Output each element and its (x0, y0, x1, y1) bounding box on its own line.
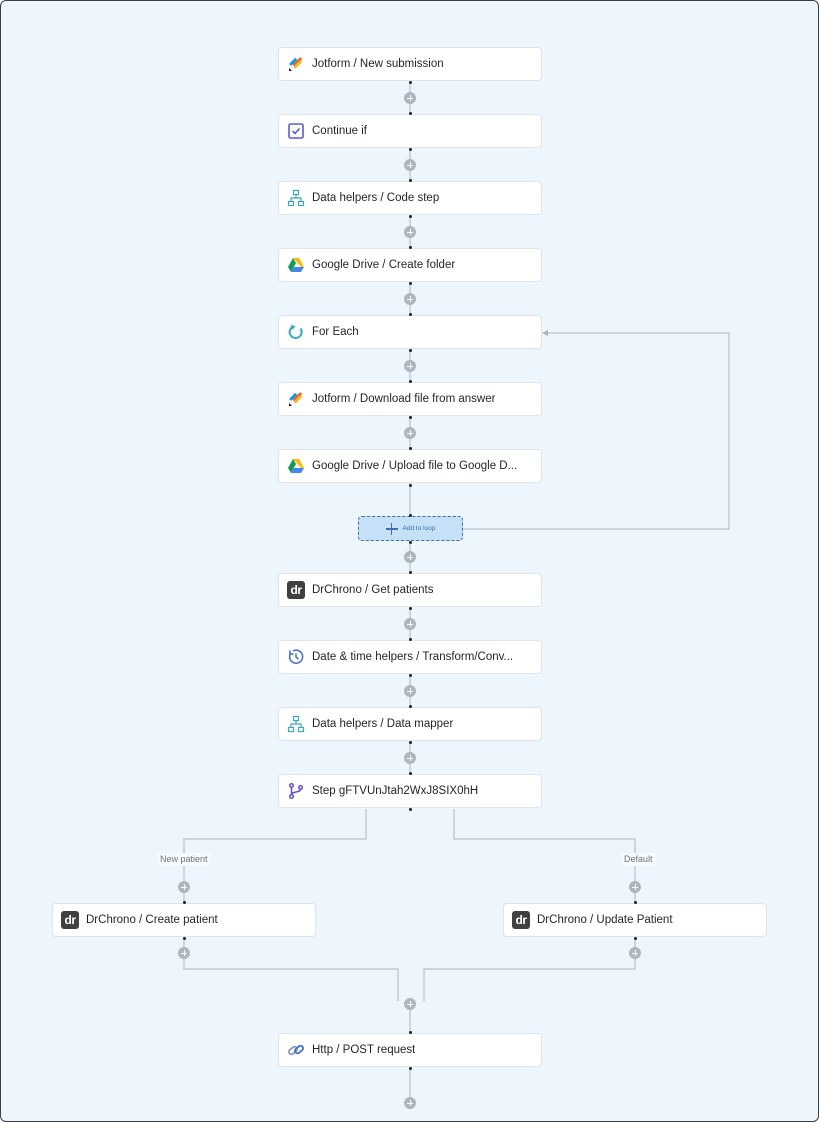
connector-dot (408, 111, 412, 115)
add-step-button[interactable] (404, 293, 416, 305)
step-node-date-time-helpers-transform-conv[interactable]: Date & time helpers / Transform/Conv... (278, 640, 542, 674)
step-node-http-post-request[interactable]: Http / POST request (278, 1033, 542, 1067)
connector-dot (408, 1066, 412, 1070)
connector-dot (408, 214, 412, 218)
step-label: Google Drive / Upload file to Google D..… (312, 460, 518, 472)
connector-dot (408, 570, 412, 574)
google-drive-icon (287, 457, 305, 475)
connector-dot (633, 936, 637, 940)
drchrono-icon: dr (61, 911, 79, 929)
step-node-jotform-download-file-from-answer[interactable]: Jotform / Download file from answer (278, 382, 542, 416)
step-node-jotform-new-submission[interactable]: Jotform / New submission (278, 47, 542, 81)
connector-dot (408, 673, 412, 677)
step-label: Jotform / New submission (312, 58, 444, 70)
add-step-button[interactable] (404, 226, 416, 238)
add-step-button[interactable] (404, 998, 416, 1010)
add-step-button[interactable] (404, 1097, 416, 1109)
add-step-button[interactable] (404, 551, 416, 563)
branch-label-default: Default (621, 853, 656, 866)
connector-dot (408, 80, 412, 84)
step-label: Jotform / Download file from answer (312, 393, 496, 405)
drchrono-icon: dr (287, 581, 305, 599)
add-to-loop-label: Add to loop (402, 525, 436, 532)
connector-dot (408, 807, 412, 811)
connector-dot (408, 147, 412, 151)
add-step-button[interactable] (404, 685, 416, 697)
data-helpers-icon (287, 715, 305, 733)
connector-dot (408, 178, 412, 182)
connector-dot (408, 513, 412, 517)
connector-dot (408, 740, 412, 744)
step-label: DrChrono / Update Patient (537, 914, 673, 926)
step-node-step-gftvunjtah2wxj8six0hh[interactable]: Step gFTVUnJtah2WxJ8SIX0hH (278, 774, 542, 808)
loop-icon (287, 323, 305, 341)
connector-dot (408, 446, 412, 450)
branch-icon (287, 782, 305, 800)
add-step-button[interactable] (404, 752, 416, 764)
step-label: Step gFTVUnJtah2WxJ8SIX0hH (312, 785, 479, 797)
jotform-icon (287, 390, 305, 408)
step-label: Google Drive / Create folder (312, 259, 456, 271)
connector-dot (408, 245, 412, 249)
branch-label-new-patient: New patient (157, 853, 211, 866)
connector-dot (408, 704, 412, 708)
step-label: DrChrono / Create patient (86, 914, 218, 926)
add-step-button[interactable] (404, 92, 416, 104)
add-step-button[interactable] (404, 159, 416, 171)
jotform-icon (287, 55, 305, 73)
add-step-button[interactable] (178, 881, 190, 893)
connector-dot (408, 540, 412, 544)
add-step-button[interactable] (178, 947, 190, 959)
data-helpers-icon (287, 189, 305, 207)
link-icon (287, 1041, 305, 1059)
connector-dot (408, 771, 412, 775)
step-label: DrChrono / Get patients (312, 584, 434, 596)
checkbox-icon (287, 122, 305, 140)
step-label: Date & time helpers / Transform/Conv... (312, 651, 514, 663)
add-step-button[interactable] (404, 618, 416, 630)
add-step-button[interactable] (404, 427, 416, 439)
step-label: Continue if (312, 125, 367, 137)
step-label: Data helpers / Data mapper (312, 718, 454, 730)
add-step-button[interactable] (404, 360, 416, 372)
connector-dot (633, 900, 637, 904)
connector-dot (408, 348, 412, 352)
connector-dot (408, 415, 412, 419)
google-drive-icon (287, 256, 305, 274)
connector-dot (408, 312, 412, 316)
step-node-data-helpers-code-step[interactable]: Data helpers / Code step (278, 181, 542, 215)
connector-dot (408, 637, 412, 641)
step-node-continue-if[interactable]: Continue if (278, 114, 542, 148)
plus-icon (385, 522, 398, 535)
add-step-button[interactable] (629, 881, 641, 893)
step-node-drchrono-get-patients[interactable]: dr DrChrono / Get patients (278, 573, 542, 607)
step-label: Data helpers / Code step (312, 192, 440, 204)
clock-icon (287, 648, 305, 666)
connector-dot (408, 606, 412, 610)
connector-dot (182, 900, 186, 904)
connector-dot (408, 281, 412, 285)
connector-dot (408, 379, 412, 383)
connector-dot (408, 1030, 412, 1034)
step-node-drchrono-create-patient[interactable]: dr DrChrono / Create patient (52, 903, 316, 937)
connector-dot (182, 936, 186, 940)
add-to-loop-button[interactable]: Add to loop (358, 516, 463, 541)
step-node-for-each[interactable]: For Each (278, 315, 542, 349)
step-node-drchrono-update-patient[interactable]: dr DrChrono / Update Patient (503, 903, 767, 937)
add-step-button[interactable] (629, 947, 641, 959)
step-node-data-helpers-data-mapper[interactable]: Data helpers / Data mapper (278, 707, 542, 741)
step-node-google-drive-create-folder[interactable]: Google Drive / Create folder (278, 248, 542, 282)
step-node-google-drive-upload-file-to-google-d[interactable]: Google Drive / Upload file to Google D..… (278, 449, 542, 483)
step-label: Http / POST request (312, 1044, 416, 1056)
step-label: For Each (312, 326, 359, 338)
drchrono-icon: dr (512, 911, 530, 929)
connector-dot (408, 483, 412, 487)
